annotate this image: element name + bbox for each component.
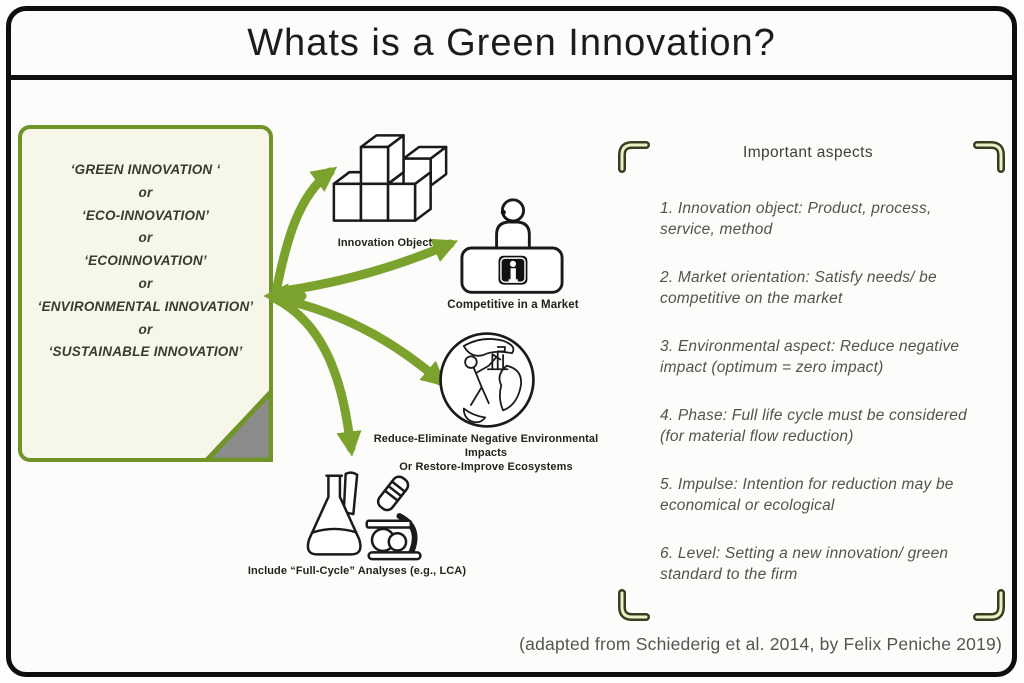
aspects-heading: Important aspects [743,144,873,161]
synonym-line: ‘ENVIRONMENTAL INNOVATION’ [37,298,254,314]
synonym-line: ‘SUSTAINABLE INNOVATION’ [48,344,243,360]
synonym-line: ‘GREEN INNOVATION ‘ [70,162,221,177]
globe-repair-icon [439,332,535,428]
synonym-line: ‘ECO-INNOVATION’ [81,207,210,223]
synonym-line: or [138,275,153,291]
synonym-line: or [138,321,153,337]
corner-bracket-icon [618,141,650,173]
aspect-item: 4. Phase: Full life cycle must be consid… [660,407,967,445]
aspect-item: 6. Level: Setting a new innovation/ gree… [660,545,949,583]
corner-bracket-icon [973,589,1005,621]
aspects-list: 1. Innovation object: Product, process, … [660,198,972,612]
synonym-line: ‘ECOINNOVATION’ [84,253,207,269]
attribution-text: (adapted from Schiederig et al. 2014, by… [519,634,1002,654]
blocks-icon [332,134,448,222]
synonym-line: or [138,230,153,246]
synonym-lines: ‘GREEN INNOVATION ‘ or ‘ECO-INNOVATION’ … [22,159,269,364]
aspect-item: 1. Innovation object: Product, process, … [660,200,932,238]
node-label: Include “Full-Cycle” Analyses (e.g., LCA… [247,565,467,577]
node-label: Innovation Object [337,237,433,249]
aspect-item: 3. Environmental aspect: Reduce negative… [660,338,960,376]
aspect-item: 2. Market orientation: Satisfy needs/ be… [660,269,937,307]
node-label: Competitive in a Market [447,299,579,311]
node-label: Reduce-Eliminate Negative Environmental … [373,433,599,459]
info-desk-icon [460,198,564,294]
synonym-line: or [138,184,153,200]
green-innovation-box: ‘GREEN INNOVATION ‘ or ‘ECO-INNOVATION’ … [18,125,273,462]
page-title: Whats is a Green Innovation? [247,21,776,64]
lab-analysis-icon [306,471,422,561]
corner-bracket-icon [618,589,650,621]
aspect-item: 5. Impulse: Intention for reduction may … [660,476,954,514]
folded-corner [204,389,273,462]
title-bar: Whats is a Green Innovation? [11,11,1012,80]
node-label: Or Restore-Improve Ecosystems [399,461,573,473]
corner-bracket-icon [973,141,1005,173]
